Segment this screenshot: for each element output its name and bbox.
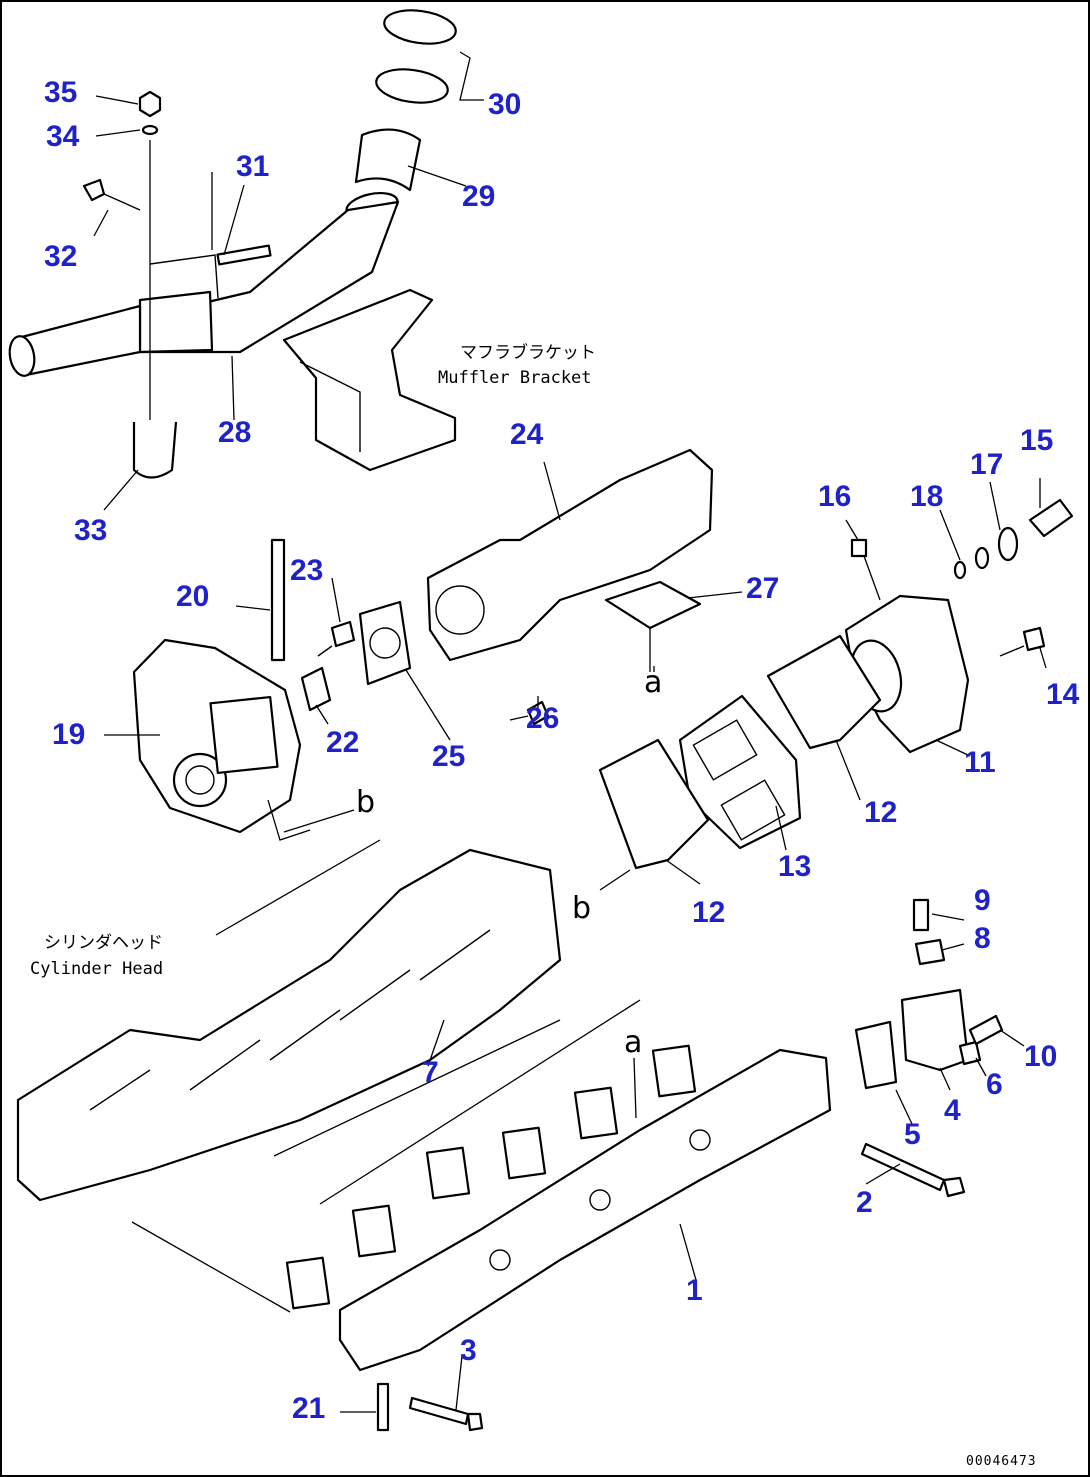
callout-numbers: 1 2 3 4 5 6 7 8 9 10 11 12 12 13 14 15 1… bbox=[44, 76, 1080, 1425]
turbocharger-body bbox=[132, 638, 302, 834]
callout-24: 24 bbox=[510, 418, 544, 451]
callout-20: 20 bbox=[176, 580, 209, 613]
callout-9: 9 bbox=[974, 884, 991, 917]
bracket-22 bbox=[300, 666, 332, 712]
cylinder-head-caption-en: Cylinder Head bbox=[30, 959, 163, 979]
view-marker-b-upper: b bbox=[356, 785, 375, 820]
callout-13: 13 bbox=[778, 850, 811, 883]
callout-23: 23 bbox=[290, 554, 323, 587]
gasket-25 bbox=[358, 600, 412, 686]
bolt-6 bbox=[958, 1040, 982, 1066]
callout-11: 11 bbox=[964, 746, 996, 779]
callout-29: 29 bbox=[462, 180, 495, 213]
callout-17: 17 bbox=[970, 448, 1003, 481]
muffler-bracket-caption-jp: マフラブラケット bbox=[460, 342, 596, 363]
muffler-bracket bbox=[282, 288, 457, 472]
fitting-15-17-18 bbox=[953, 498, 1074, 580]
leader-lines bbox=[93, 51, 1047, 1413]
callout-31: 31 bbox=[236, 150, 269, 183]
callout-4: 4 bbox=[944, 1094, 961, 1127]
cylinder-heads bbox=[16, 848, 562, 1202]
bolt-32 bbox=[82, 178, 141, 211]
callout-30: 30 bbox=[488, 88, 521, 121]
callout-1: 1 bbox=[686, 1274, 703, 1307]
view-marker-a-upper: a bbox=[644, 665, 662, 700]
manifold-gaskets-7 bbox=[285, 1044, 697, 1310]
bolts-3-21 bbox=[376, 1382, 484, 1432]
callout-12-lower: 12 bbox=[692, 896, 725, 929]
flange-bolt-2 bbox=[860, 1142, 966, 1198]
callout-15: 15 bbox=[1020, 424, 1053, 457]
callout-8: 8 bbox=[974, 922, 991, 955]
exhaust-manifold-1 bbox=[338, 1048, 832, 1372]
callout-28: 28 bbox=[218, 416, 251, 449]
sensor-10 bbox=[968, 1014, 1004, 1046]
callout-21: 21 bbox=[292, 1392, 325, 1425]
callout-2: 2 bbox=[856, 1186, 873, 1219]
drawing-code: 00046473 bbox=[966, 1454, 1037, 1469]
gasket-12-lower bbox=[598, 738, 710, 870]
callout-12-upper: 12 bbox=[864, 796, 897, 829]
callout-10: 10 bbox=[1024, 1040, 1057, 1073]
view-marker-a-lower: a bbox=[624, 1025, 642, 1060]
callout-33: 33 bbox=[74, 514, 107, 547]
callout-18: 18 bbox=[910, 480, 943, 513]
stud-bolt-20 bbox=[270, 538, 286, 662]
bolt-14 bbox=[999, 626, 1046, 657]
cover-plate-4 bbox=[900, 988, 970, 1072]
hook-33 bbox=[132, 421, 178, 479]
callout-7: 7 bbox=[422, 1056, 439, 1089]
muffler-bracket-caption-en: Muffler Bracket bbox=[438, 368, 592, 388]
callout-19: 19 bbox=[52, 718, 85, 751]
clamp-30 bbox=[375, 9, 457, 104]
callout-6: 6 bbox=[986, 1068, 1003, 1101]
bolt-23 bbox=[317, 620, 356, 657]
sleeve-29 bbox=[354, 128, 422, 192]
callout-14: 14 bbox=[1046, 678, 1080, 711]
clamp-8-bolt-9 bbox=[912, 898, 946, 966]
view-marker-b-lower: b bbox=[572, 891, 591, 926]
callout-16: 16 bbox=[818, 480, 851, 513]
nut-35 bbox=[138, 90, 162, 136]
callout-22: 22 bbox=[326, 726, 359, 759]
callout-26: 26 bbox=[526, 702, 559, 735]
exhaust-elbow-24 bbox=[426, 448, 714, 662]
gasket-12-upper bbox=[766, 634, 882, 750]
callout-32: 32 bbox=[44, 240, 77, 273]
callout-27: 27 bbox=[746, 572, 779, 605]
gasket-5 bbox=[854, 1020, 898, 1090]
gasket-27 bbox=[604, 580, 702, 630]
callout-3: 3 bbox=[460, 1334, 477, 1367]
exhaust-pipe-28 bbox=[8, 191, 400, 377]
bolt-16 bbox=[850, 538, 868, 558]
callout-34: 34 bbox=[46, 120, 80, 153]
callout-5: 5 bbox=[904, 1118, 921, 1151]
callout-35: 35 bbox=[44, 76, 77, 109]
band-31 bbox=[216, 244, 272, 266]
callout-25: 25 bbox=[432, 740, 465, 773]
cylinder-head-caption-jp: シリンダヘッド bbox=[44, 933, 163, 953]
